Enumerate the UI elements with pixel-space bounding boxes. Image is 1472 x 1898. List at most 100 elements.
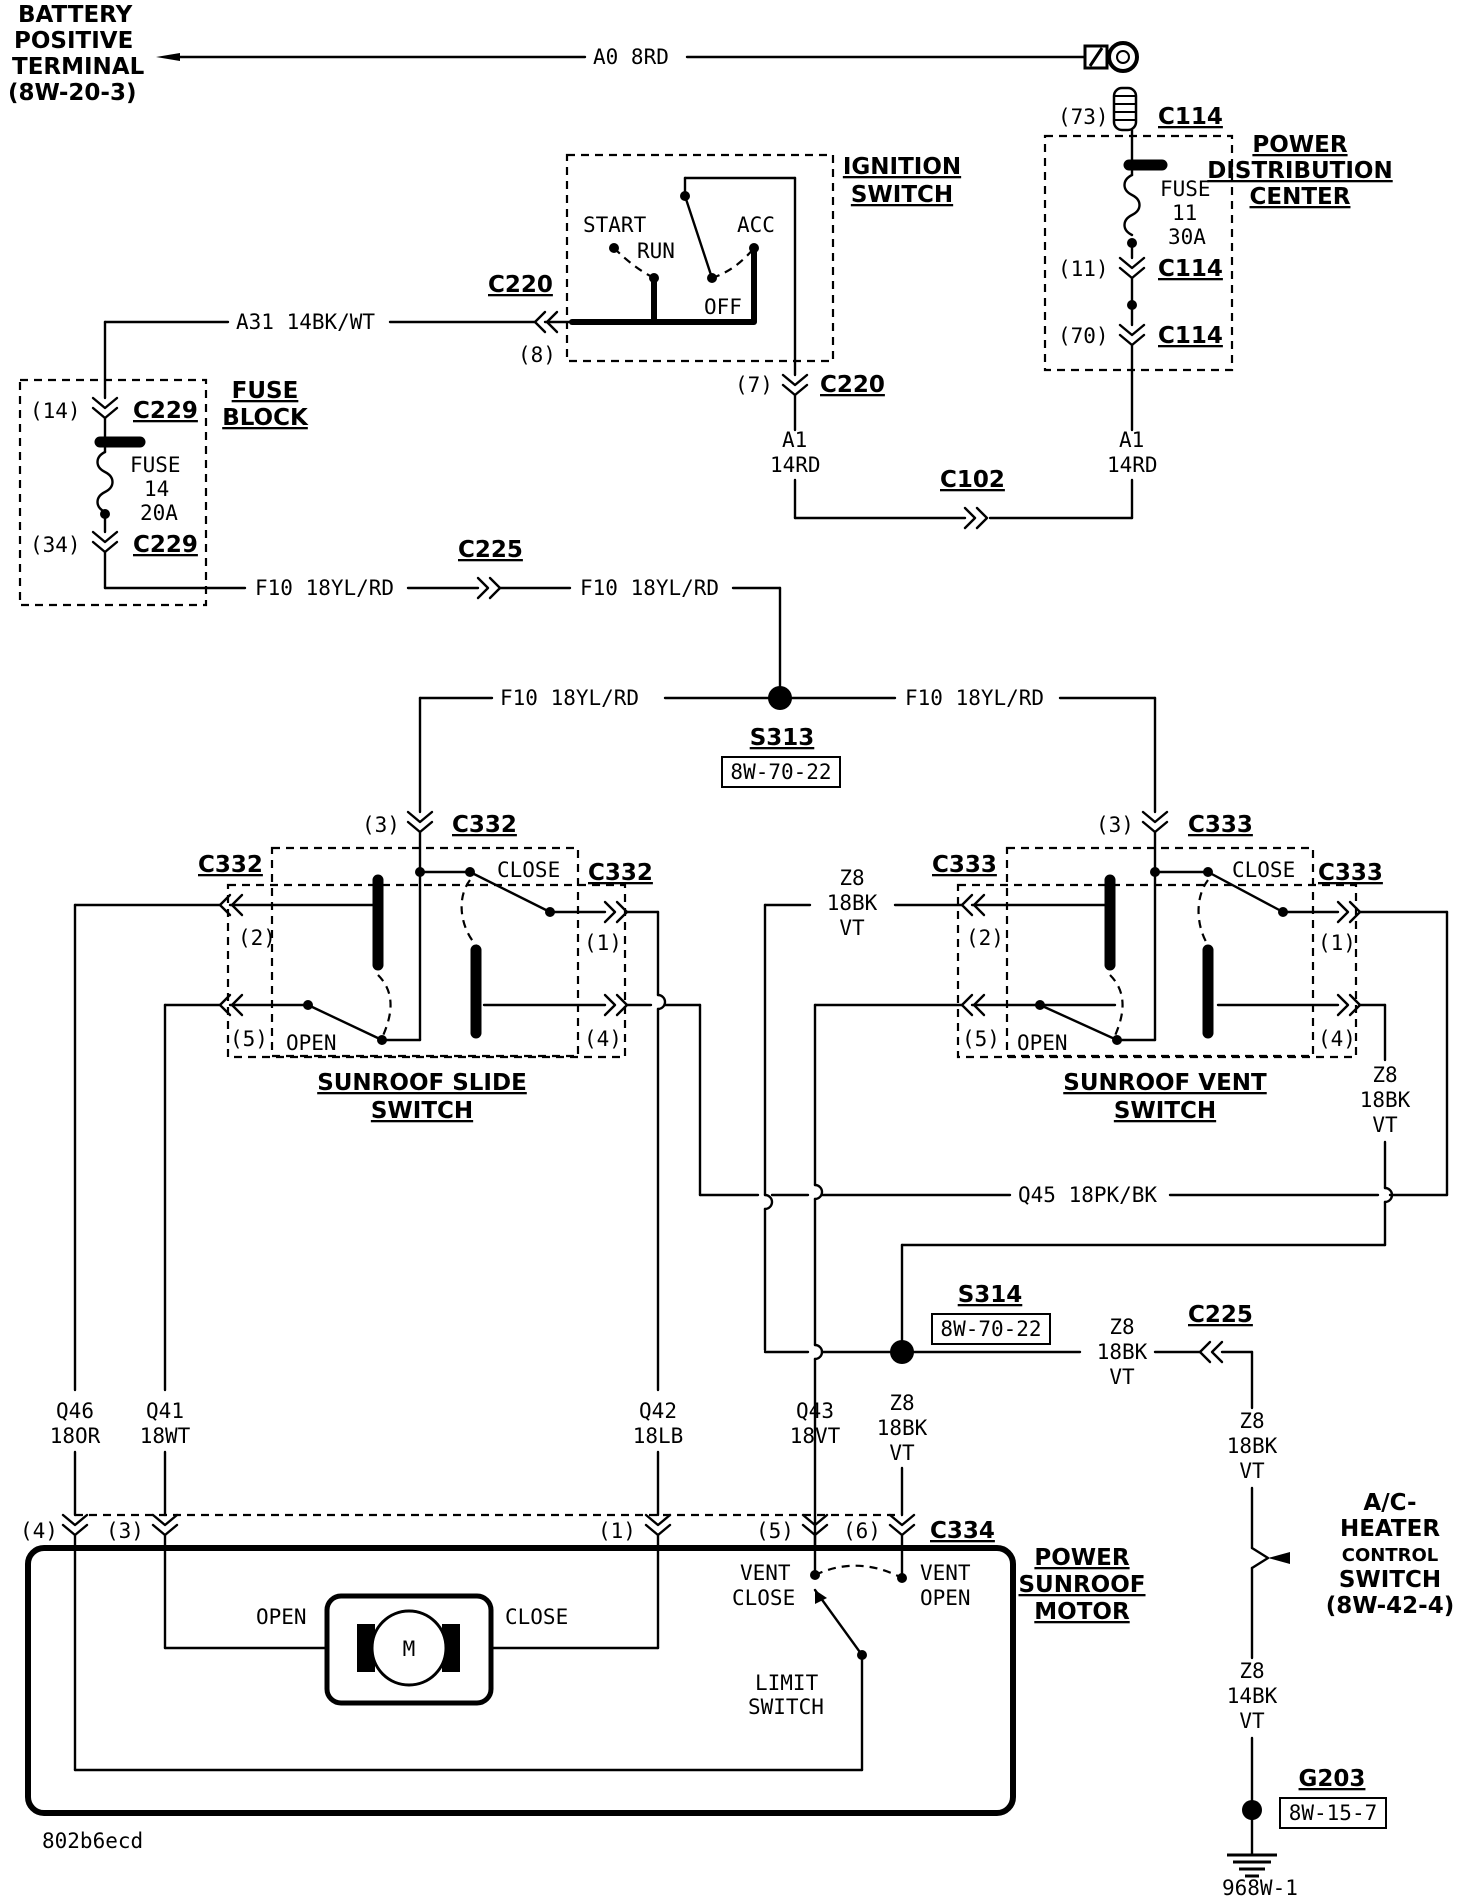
power-sunroof-motor-box bbox=[25, 1545, 1016, 1816]
connector-c333-right: C333 bbox=[1318, 860, 1383, 886]
svg-text:Z8: Z8 bbox=[1372, 1063, 1397, 1087]
motor-vent-open-label-1: VENT bbox=[920, 1561, 971, 1585]
svg-text:Z8: Z8 bbox=[889, 1391, 914, 1415]
connector-c333-left: C333 bbox=[932, 852, 997, 878]
svg-text:Z8: Z8 bbox=[1239, 1409, 1264, 1433]
wire-q45-label: Q45 18PK/BK bbox=[1018, 1183, 1157, 1207]
vent-switch-box bbox=[1005, 846, 1315, 1058]
pdc-fuse-number: 11 bbox=[1172, 201, 1197, 225]
c334-pin-6: (6) bbox=[843, 1519, 881, 1543]
svg-text:SWITCH: SWITCH bbox=[1114, 1098, 1216, 1124]
svg-text:SUNROOF SLIDE: SUNROOF SLIDE bbox=[317, 1070, 527, 1096]
svg-text:SUNROOF: SUNROOF bbox=[1018, 1572, 1145, 1598]
ground-icon bbox=[1227, 1853, 1277, 1878]
svg-text:(8W-20-3): (8W-20-3) bbox=[8, 80, 136, 106]
svg-text:VT: VT bbox=[839, 916, 865, 940]
svg-text:IGNITION: IGNITION bbox=[843, 154, 961, 180]
connector-c220-right: C220 bbox=[820, 372, 885, 398]
c332-pin-2: (2) bbox=[238, 926, 276, 950]
svg-text:8W-70-22: 8W-70-22 bbox=[940, 1317, 1041, 1341]
svg-text:Q43: Q43 bbox=[796, 1399, 834, 1423]
ignition-switch-label: IGNITION SWITCH bbox=[843, 154, 961, 208]
pdc-fuse-label: FUSE bbox=[1160, 177, 1211, 201]
wire-q41-label: Q41 18WT bbox=[140, 1399, 191, 1448]
wire-z8-label-c225: Z8 18BK VT bbox=[1227, 1409, 1278, 1483]
svg-text:POSITIVE: POSITIVE bbox=[14, 28, 133, 54]
svg-text:SUNROOF VENT: SUNROOF VENT bbox=[1063, 1070, 1267, 1096]
svg-text:14RD: 14RD bbox=[770, 453, 821, 477]
motor-vent-close-label-1: VENT bbox=[740, 1561, 791, 1585]
svg-text:DISTRIBUTION: DISTRIBUTION bbox=[1207, 158, 1392, 184]
connector-c333-top: C333 bbox=[1188, 812, 1253, 838]
connector-c332-left: C332 bbox=[198, 852, 263, 878]
svg-text:Z8: Z8 bbox=[1239, 1659, 1264, 1683]
wire-q42-label: Q42 18LB bbox=[633, 1399, 684, 1448]
svg-text:VT: VT bbox=[1239, 1459, 1265, 1483]
pdc-pin-73: (73) bbox=[1058, 105, 1109, 129]
svg-text:18OR: 18OR bbox=[50, 1424, 101, 1448]
connector-c114-bottom: C114 bbox=[1158, 323, 1223, 349]
battery-arrow-icon bbox=[156, 53, 180, 61]
fuse-block-pin-34: (34) bbox=[30, 533, 81, 557]
wire-f10-label-3: F10 18YL/RD bbox=[500, 686, 639, 710]
wire-z8-label-vent-right: Z8 18BK VT bbox=[1360, 1063, 1411, 1137]
svg-text:Z8: Z8 bbox=[839, 866, 864, 890]
fuse-block-fuse-icon bbox=[96, 450, 114, 514]
battery-terminal-icon bbox=[1083, 41, 1139, 73]
pdc-pin-11: (11) bbox=[1058, 257, 1109, 281]
wire-z8-label-motor: Z8 18BK VT bbox=[877, 1391, 928, 1465]
svg-text:CONTROL: CONTROL bbox=[1342, 1545, 1439, 1566]
motor-vent-close-label-2: CLOSE bbox=[732, 1586, 795, 1610]
connector-c225-top-symbol bbox=[476, 576, 502, 600]
connector-c102-symbol bbox=[963, 506, 989, 530]
limit-switch-label-1: LIMIT bbox=[755, 1671, 819, 1695]
connector-c229-bottom: C229 bbox=[133, 532, 198, 558]
c333-pin-1: (1) bbox=[1318, 931, 1356, 955]
slide-switch-label: SUNROOF SLIDE SWITCH bbox=[317, 1070, 527, 1124]
pdc-label: POWER DISTRIBUTION CENTER bbox=[1207, 132, 1392, 210]
ground-g203-label: G203 bbox=[1299, 1766, 1366, 1792]
svg-text:BATTERY: BATTERY bbox=[18, 2, 133, 28]
ac-heater-control-switch-label: A/C- HEATER CONTROL SWITCH (8W-42-4) bbox=[1326, 1490, 1454, 1619]
motor-open-label: OPEN bbox=[256, 1605, 307, 1629]
slide-switch-open-label: OPEN bbox=[286, 1031, 337, 1055]
c334-pin-3: (3) bbox=[106, 1519, 144, 1543]
c332-pin-3: (3) bbox=[362, 813, 400, 837]
c220-pin-8: (8) bbox=[518, 343, 556, 367]
svg-text:14BK: 14BK bbox=[1227, 1684, 1278, 1708]
wire-z8-label-s314-right: Z8 18BK VT bbox=[1097, 1315, 1148, 1389]
splice-s313-ref-box bbox=[721, 756, 841, 788]
svg-text:SWITCH: SWITCH bbox=[851, 182, 953, 208]
wire-f10-label-2: F10 18YL/RD bbox=[580, 576, 719, 600]
battery-label: BATTERY POSITIVE TERMINAL (8W-20-3) bbox=[8, 2, 145, 106]
svg-text:Z8: Z8 bbox=[1109, 1315, 1134, 1339]
svg-text:18BK: 18BK bbox=[1097, 1340, 1148, 1364]
connector-c334: C334 bbox=[930, 1518, 995, 1544]
svg-text:A1: A1 bbox=[1119, 428, 1144, 452]
slide-switch-close-label: CLOSE bbox=[497, 858, 560, 882]
svg-text:8W-70-22: 8W-70-22 bbox=[730, 760, 831, 784]
splice-s314-ref-box bbox=[931, 1313, 1051, 1345]
wire-q43-label: Q43 18VT bbox=[790, 1399, 841, 1448]
c220-pin-7: (7) bbox=[735, 373, 773, 397]
ignition-run-label: RUN bbox=[637, 239, 675, 263]
svg-text:VT: VT bbox=[1109, 1365, 1135, 1389]
vent-switch-close-label: CLOSE bbox=[1232, 858, 1295, 882]
connector-c332-right: C332 bbox=[588, 860, 653, 886]
motor-icon bbox=[324, 1593, 494, 1706]
pdc-pin-70: (70) bbox=[1058, 324, 1109, 348]
svg-text:Q42: Q42 bbox=[639, 1399, 677, 1423]
svg-text:HEATER: HEATER bbox=[1340, 1516, 1440, 1542]
slide-switch-outer-box bbox=[226, 883, 627, 1059]
svg-text:A1: A1 bbox=[782, 428, 807, 452]
wire-a0-label: A0 8RD bbox=[593, 45, 669, 69]
motor-vent-open-label-2: OPEN bbox=[920, 1586, 971, 1610]
connector-c332-top: C332 bbox=[452, 812, 517, 838]
wire-a31-label: A31 14BK/WT bbox=[236, 310, 375, 334]
svg-text:MOTOR: MOTOR bbox=[1034, 1599, 1130, 1625]
fuse-block-pin-14: (14) bbox=[30, 399, 81, 423]
pdc-fuse-icon bbox=[1123, 173, 1141, 237]
svg-text:VT: VT bbox=[1372, 1113, 1398, 1137]
svg-text:SWITCH: SWITCH bbox=[1339, 1567, 1441, 1593]
motor-close-label: CLOSE bbox=[505, 1605, 568, 1629]
